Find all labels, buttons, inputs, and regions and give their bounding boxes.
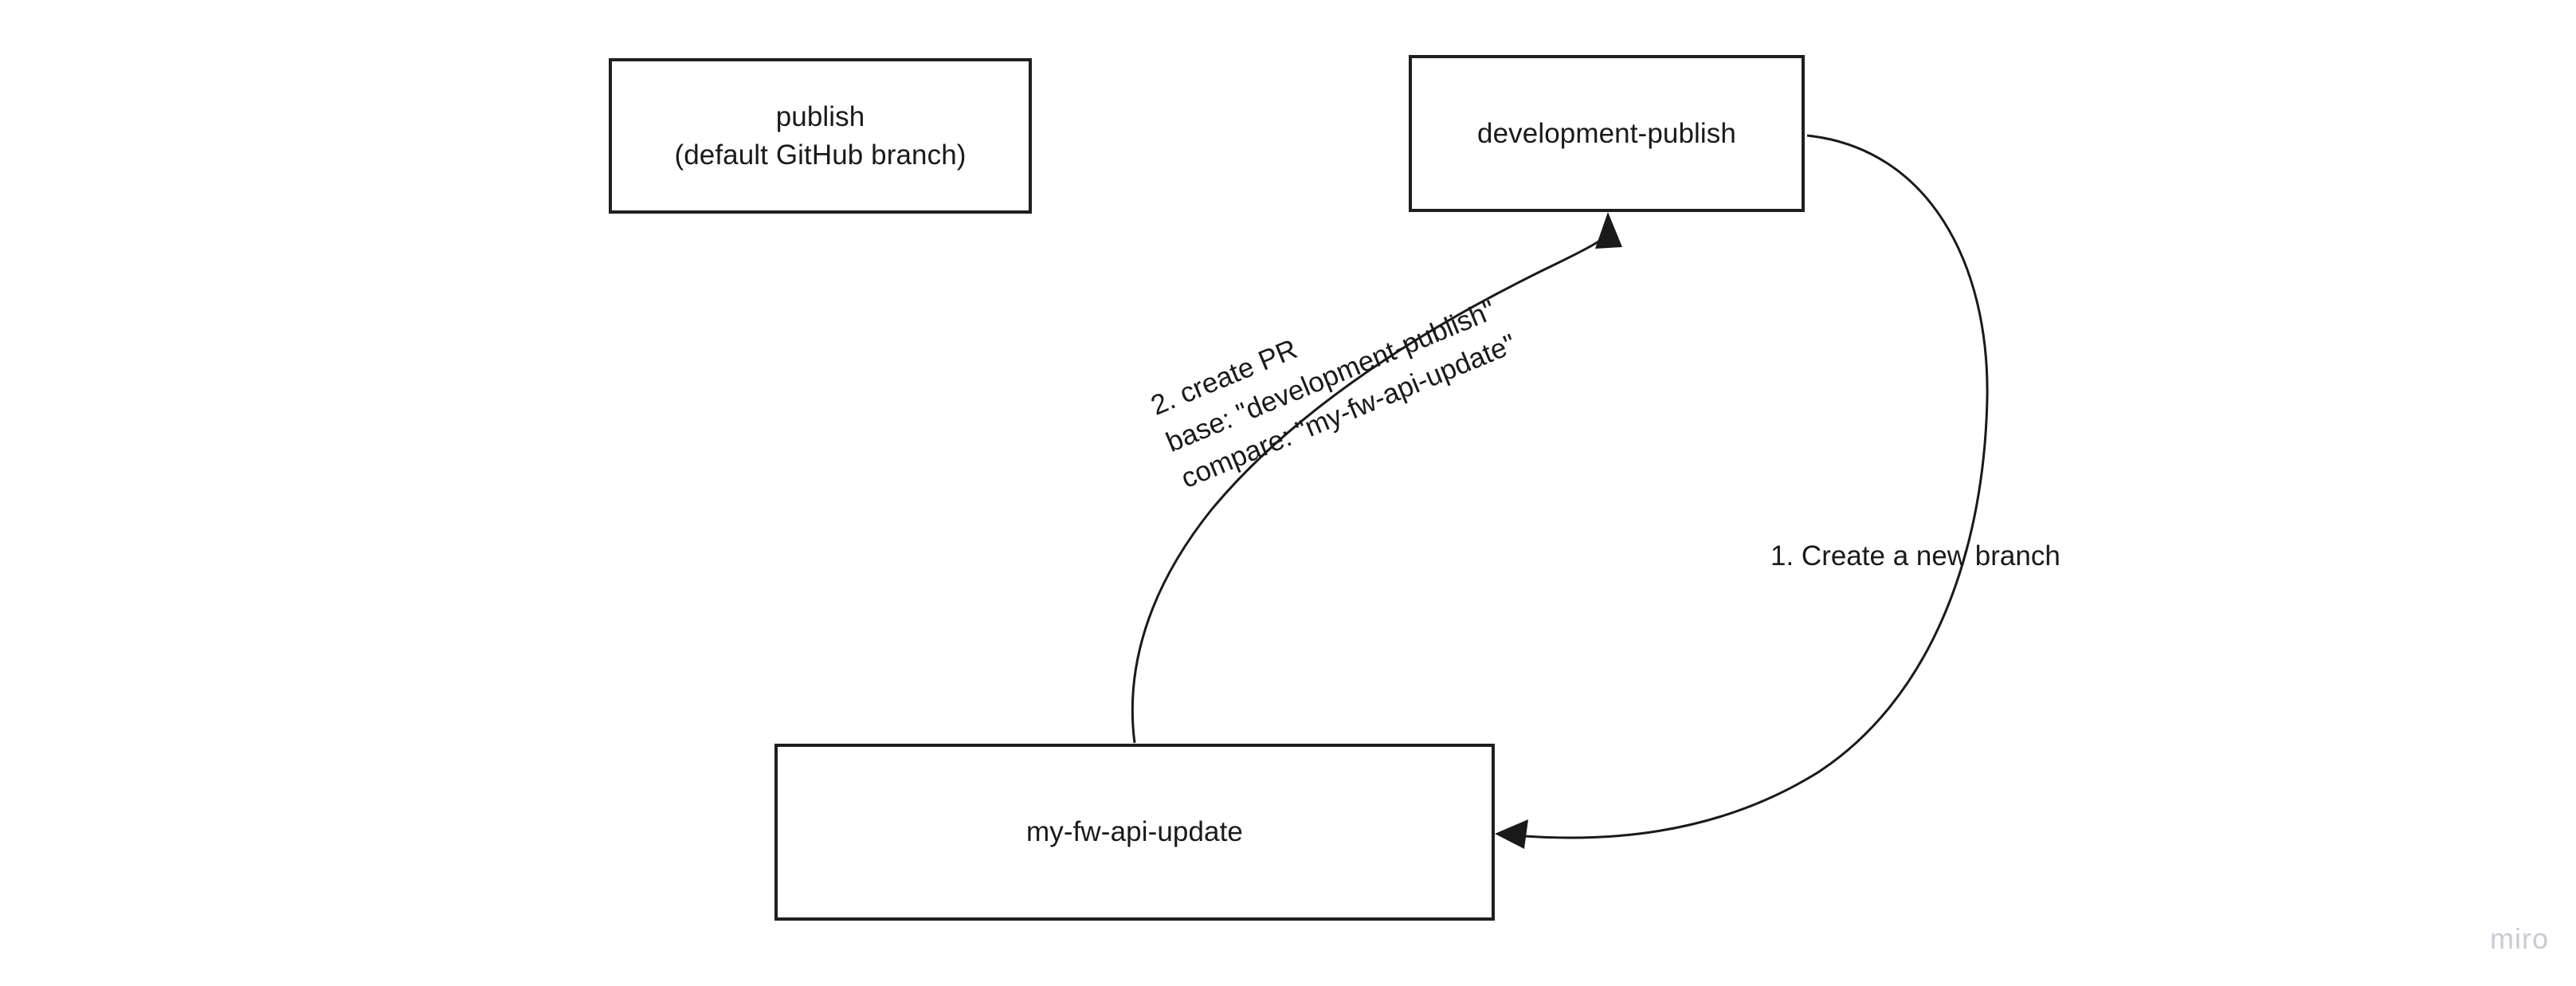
- node-development-publish[interactable]: development-publish: [1409, 55, 1805, 212]
- miro-watermark: miro: [2490, 922, 2549, 955]
- edge-label-create-branch: 1. Create a new branch: [1770, 540, 2060, 572]
- edge-create-pr-arrowhead: [1595, 212, 1622, 249]
- node-my-fw-api-update[interactable]: my-fw-api-update: [774, 744, 1495, 921]
- node-publish[interactable]: publish (default GitHub branch): [609, 58, 1032, 214]
- edge-create-branch-path: [1513, 134, 1989, 839]
- node-publish-label: publish (default GitHub branch): [674, 101, 966, 171]
- edge-label-create-pr: 2. create PR base: "development-publish"…: [1146, 293, 1521, 495]
- node-my-fw-api-update-label: my-fw-api-update: [1026, 816, 1243, 848]
- edge-create-branch-arrowhead: [1495, 819, 1528, 849]
- node-development-publish-label: development-publish: [1477, 117, 1736, 149]
